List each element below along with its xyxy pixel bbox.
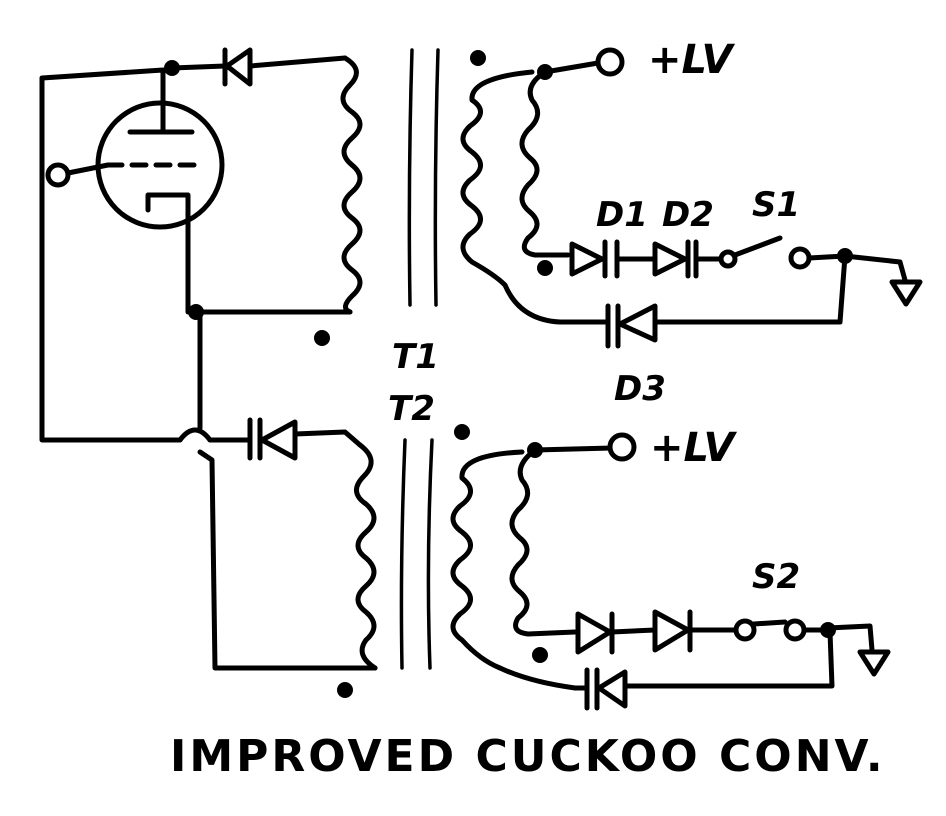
lv-terminal-top — [542, 47, 625, 77]
t1-core — [407, 48, 440, 307]
diode-lower-return — [572, 629, 835, 711]
tube-wiring — [39, 67, 378, 671]
s2-label: S2 — [752, 557, 801, 597]
switch-s2 — [733, 618, 836, 642]
d1-label: D1 — [596, 195, 648, 235]
t1-output-winding — [519, 64, 571, 276]
diagram-title: IMPROVED CUCKOO CONV. — [170, 731, 886, 782]
switch-s1 — [718, 235, 853, 270]
t2-primary-coil — [354, 442, 378, 671]
diode-lower-2 — [652, 609, 738, 653]
t2-core — [399, 438, 434, 670]
t2-secondary-coil — [450, 424, 578, 691]
t1-secondary-coil — [460, 50, 563, 325]
ground-symbol-top — [842, 253, 923, 307]
diode-d3 — [557, 253, 848, 349]
lv-label-top: +LV — [648, 37, 733, 83]
ground-symbol-bottom — [825, 623, 891, 677]
s1-label: S1 — [752, 185, 801, 225]
diode-d1 — [569, 239, 658, 279]
lv-label-bottom: +LV — [650, 425, 735, 471]
diode-t2-feed — [242, 417, 363, 461]
diode-d2 — [652, 239, 725, 279]
d3-label: D3 — [614, 369, 666, 409]
t2-label: T2 — [388, 389, 435, 429]
vacuum-tube — [95, 100, 225, 231]
diode-lower-1 — [575, 611, 658, 655]
grid-terminal — [45, 162, 111, 188]
t1-primary-coil — [340, 55, 363, 315]
d2-label: D2 — [662, 195, 714, 235]
phase-dot-t1-primary — [314, 330, 330, 346]
diode-plate — [169, 47, 348, 87]
junction-dot-cathode — [188, 304, 204, 320]
phase-dot-t2-primary — [337, 682, 353, 698]
t2-output-winding — [509, 442, 578, 663]
t1-label: T1 — [392, 337, 439, 377]
lv-terminal-bottom — [532, 432, 637, 462]
